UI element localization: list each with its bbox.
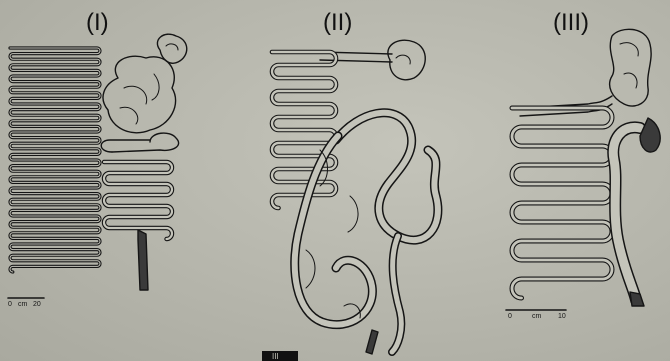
coil-2-lumen	[272, 52, 336, 208]
panel-3-scale-unit: cm	[532, 313, 542, 320]
coil-1b-lumen	[104, 162, 172, 239]
panel-1-scale-zero: 0	[8, 301, 12, 308]
panel-2-stomach	[388, 40, 425, 80]
bottom-page-mark-text: III	[272, 352, 279, 361]
panel-2-label: (II)	[323, 9, 352, 36]
panel-1-coil-right	[104, 162, 172, 239]
panel-1-label: (I)	[86, 9, 109, 36]
panel-3-coil	[512, 108, 612, 298]
bottom-page-mark: III	[262, 351, 298, 361]
panel-3-intestine: 0 cm 10	[506, 29, 660, 320]
panel-3-label: (III)	[553, 9, 589, 36]
panel-3-stomach	[610, 29, 651, 106]
panel-2-intestine	[272, 40, 438, 354]
panel-1-stomach	[103, 56, 176, 133]
panel-1-scale-max: 20	[33, 301, 41, 308]
coil-3-lumen	[512, 108, 612, 298]
panel-2-coil	[272, 52, 336, 208]
panel-1-intestine: 0 cm 20	[8, 34, 187, 308]
panel-3-scale-zero: 0	[508, 313, 512, 320]
panel-3-scale-max: 10	[558, 313, 566, 320]
panel-1-coil-left	[10, 48, 100, 272]
panel-2-colon	[336, 113, 438, 240]
panel-1-tail	[138, 230, 148, 290]
panel-1-scale-unit: cm	[18, 301, 28, 308]
coil-1a-lumen	[10, 48, 100, 272]
